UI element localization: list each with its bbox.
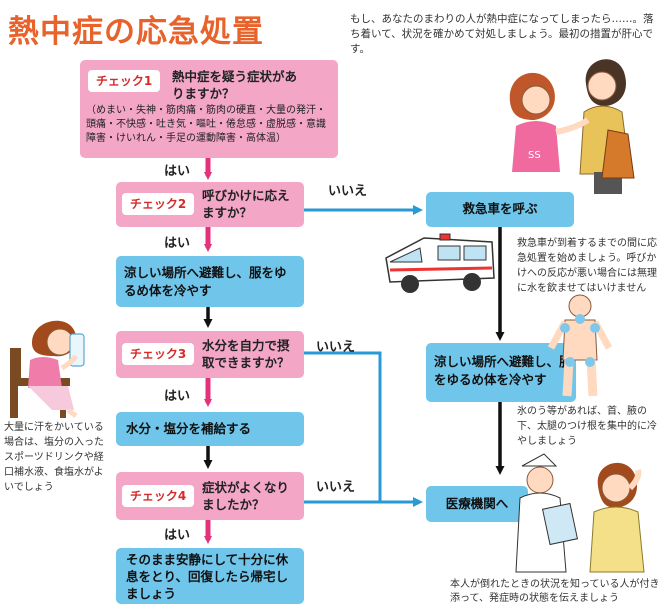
ambulance-text: 救急車を呼ぶ (462, 201, 538, 216)
intro-text: もし、あなたのまわりの人が熱中症になってしまったら……。落ち着いて、状況を確かめ… (350, 13, 654, 55)
check4-question: 症状がよくなりましたか？ (202, 480, 289, 512)
no-arrow-check3 (303, 351, 382, 502)
ambulance-box: 救急車を呼ぶ (426, 192, 574, 227)
hospital-box: 医療機関へ (426, 486, 528, 522)
no-label-check4: いいえ (316, 480, 356, 495)
ice-pack-body-illustration (547, 294, 613, 397)
check3-tag: チェック3 (122, 343, 194, 365)
page-title: 熱中症の応急処置 (8, 14, 264, 50)
check3-box: チェック3 水分を自力で摂取できますか？ (116, 331, 304, 378)
yes-label-2: はい (164, 236, 191, 251)
check2-box: チェック2 呼びかけに応えますか？ (116, 182, 304, 227)
right-cool-text: 涼しい場所へ避難し、服をゆるめ体を冷やす (434, 354, 572, 387)
hospital-text: 医療機関へ (445, 496, 509, 511)
right-cool-box: 涼しい場所へ避難し、服をゆるめ体を冷やす (426, 343, 576, 402)
no-label-check2: いいえ (328, 184, 368, 199)
hospital-illustration (515, 453, 645, 573)
rest-box: そのまま安静にして十分に休息をとり、回復したら帰宅しましょう (116, 548, 304, 604)
check2-question: 呼びかけに応えますか？ (202, 188, 290, 220)
check4-box: チェック4 症状がよくなりましたか？ (116, 472, 304, 520)
check1-question: 熱中症を疑う症状がありますか？ (172, 69, 298, 101)
check3-question: 水分を自力で摂取できますか？ (202, 338, 290, 370)
no-label-check3: いいえ (316, 340, 356, 355)
hydrate-text: 水分・塩分を補給する (126, 421, 252, 436)
ambulance-illustration (385, 233, 495, 293)
yes-label-3: はい (164, 389, 191, 404)
yes-label-1: はい (164, 164, 191, 179)
hydrate-box: 水分・塩分を補給する (116, 412, 304, 446)
cool-down-box: 涼しい場所へ避難し、服をゆるめ体を冷やす (116, 256, 304, 307)
hospital-note: 本人が倒れたときの状況を知っている人が付き添って、発症時の状態を伝えましょう (450, 579, 660, 604)
rest-text: そのまま安静にして十分に休息をとり、回復したら帰宅しましょう (126, 552, 289, 601)
ice-note: 氷のう等があれば、首、腋の下、太腿のつけ根を集中的に冷やしましょう (517, 406, 657, 447)
girl-drinking-illustration (10, 320, 85, 418)
yes-label-4: はい (164, 528, 191, 543)
cool-down-text: 涼しい場所へ避難し、服をゆるめ体を冷やす (124, 265, 287, 298)
check1-tag: チェック1 (88, 70, 160, 92)
check4-tag: チェック4 (122, 485, 194, 507)
check1-box: チェック1 熱中症を疑う症状がありますか？ （めまい・失神・筋肉痛・筋肉の硬直・… (80, 60, 338, 158)
check1-symptoms: （めまい・失神・筋肉痛・筋肉の硬直・大量の発汗・頭痛・不快感・吐き気・嘔吐・倦怠… (86, 105, 326, 144)
women-illustration: SS (509, 59, 635, 194)
svg-text:SS: SS (528, 150, 541, 161)
drink-note: 大量に汗をかいている場合は、塩分の入ったスポーツドリンクや経口補水液、食塩水がよ… (4, 422, 104, 493)
check2-tag: チェック2 (122, 193, 194, 215)
ambulance-note: 救急車が到着するまでの間に応急処置を始めましょう。呼びかけへの反応が悪い場合には… (517, 238, 657, 294)
